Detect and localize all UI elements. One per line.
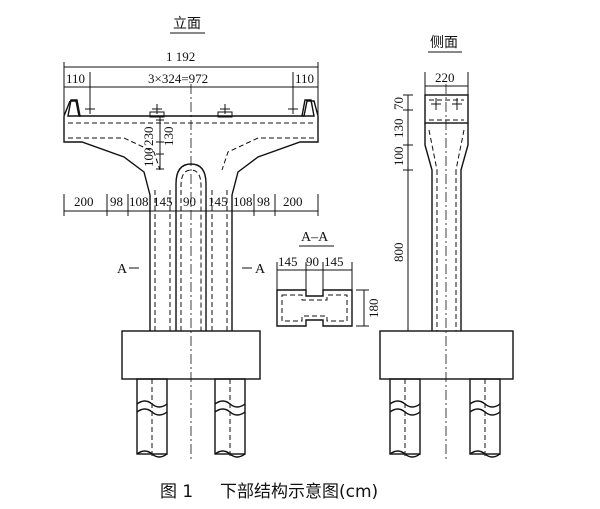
dim-100: 100 bbox=[141, 148, 156, 168]
dim-right-edge: 110 bbox=[295, 71, 314, 86]
elevation-total-width: 1 192 bbox=[166, 49, 195, 64]
side-dim-70: 70 bbox=[391, 97, 406, 110]
piles-side bbox=[389, 378, 501, 458]
side-dim-800: 800 bbox=[391, 243, 406, 263]
col-dim-5: 145 bbox=[208, 194, 228, 209]
section-outline bbox=[276, 289, 353, 327]
col-dim-3: 145 bbox=[153, 194, 173, 209]
side-bearing-marks bbox=[431, 98, 462, 110]
pile-cap-elevation bbox=[121, 330, 261, 380]
section-marker-right: A bbox=[255, 262, 266, 277]
section-a-a: A–A 145 90 145 180 bbox=[276, 230, 381, 327]
section-title: A–A bbox=[301, 230, 329, 245]
section-marker-left: A bbox=[117, 262, 128, 277]
caption-text: 下部结构示意图(cm) bbox=[220, 482, 378, 502]
col-dim-8: 200 bbox=[283, 194, 303, 209]
piles-elevation bbox=[136, 378, 246, 458]
section-dim-2: 145 bbox=[324, 254, 344, 269]
side-dim-100: 100 bbox=[391, 147, 406, 167]
col-dim-2: 108 bbox=[129, 194, 149, 209]
pile-cap-side bbox=[379, 330, 514, 380]
col-dim-0: 200 bbox=[74, 194, 94, 209]
side-dim-130: 130 bbox=[391, 119, 406, 139]
col-dim-1: 98 bbox=[110, 194, 123, 209]
side-title: 侧面 bbox=[430, 35, 458, 51]
section-dim-1: 90 bbox=[306, 254, 319, 269]
dim-left-edge: 110 bbox=[66, 71, 85, 86]
dim-230: 230 bbox=[141, 127, 156, 147]
side-cap-top bbox=[424, 94, 469, 124]
bent-cap-outline bbox=[70, 100, 319, 196]
bearing-block-right bbox=[301, 99, 315, 117]
dim-130: 130 bbox=[161, 127, 176, 147]
elevation-title: 立面 bbox=[173, 16, 201, 32]
caption-figure-number: 图 1 bbox=[160, 482, 193, 502]
section-height: 180 bbox=[366, 299, 381, 319]
section-dim-0: 145 bbox=[278, 254, 298, 269]
col-dim-4: 90 bbox=[183, 194, 196, 209]
side-view: 侧面 220 70 130 100 800 bbox=[379, 35, 514, 462]
bearing-marks bbox=[85, 104, 298, 118]
col-dim-6: 108 bbox=[233, 194, 253, 209]
col-dim-7: 98 bbox=[257, 194, 270, 209]
figure-caption: 图 1 下部结构示意图(cm) bbox=[160, 482, 378, 502]
elevation-view: 立面 1 192 110 3×324=972 110 bbox=[63, 16, 319, 462]
column-dim-ticks bbox=[63, 194, 319, 216]
side-width: 220 bbox=[435, 70, 455, 85]
dim-bearings: 3×324=972 bbox=[148, 71, 208, 86]
bearing-block-left bbox=[67, 99, 81, 117]
